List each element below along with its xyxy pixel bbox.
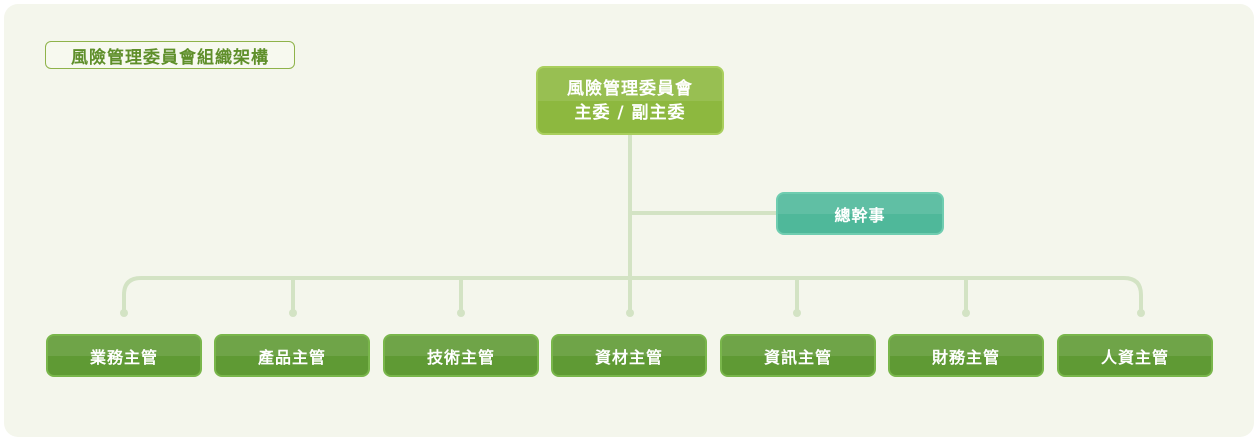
department-node-sales: 業務主管 bbox=[46, 334, 202, 377]
department-label: 資訊主管 bbox=[763, 347, 832, 367]
secretary-label: 總幹事 bbox=[834, 205, 886, 225]
connector-dot bbox=[962, 309, 970, 317]
connector-dot bbox=[120, 309, 128, 317]
chairman-line2: 主委 / 副主委 bbox=[574, 102, 686, 123]
diagram-title: 風險管理委員會組織架構 bbox=[45, 41, 295, 69]
department-node-materials: 資材主管 bbox=[551, 334, 707, 377]
connector-dot bbox=[793, 309, 801, 317]
department-label: 資材主管 bbox=[594, 347, 663, 367]
connector-dot bbox=[626, 309, 634, 317]
department-label: 人資主管 bbox=[1100, 347, 1169, 367]
chairman-line1: 風險管理委員會 bbox=[567, 78, 693, 99]
department-node-finance: 財務主管 bbox=[888, 334, 1044, 377]
department-label: 產品主管 bbox=[257, 347, 326, 367]
department-node-hr: 人資主管 bbox=[1057, 334, 1213, 377]
secretary-node: 總幹事 bbox=[776, 192, 944, 235]
department-node-tech: 技術主管 bbox=[383, 334, 539, 377]
department-bus-line bbox=[122, 276, 1143, 312]
chairman-node: 風險管理委員會 主委 / 副主委 bbox=[536, 66, 724, 135]
department-label: 財務主管 bbox=[931, 347, 1000, 367]
connector-dot bbox=[1137, 309, 1145, 317]
department-node-product: 產品主管 bbox=[214, 334, 370, 377]
connector-dot bbox=[289, 309, 297, 317]
department-label: 業務主管 bbox=[89, 347, 158, 367]
connector-dot bbox=[457, 309, 465, 317]
department-label: 技術主管 bbox=[426, 347, 495, 367]
department-node-it: 資訊主管 bbox=[720, 334, 876, 377]
